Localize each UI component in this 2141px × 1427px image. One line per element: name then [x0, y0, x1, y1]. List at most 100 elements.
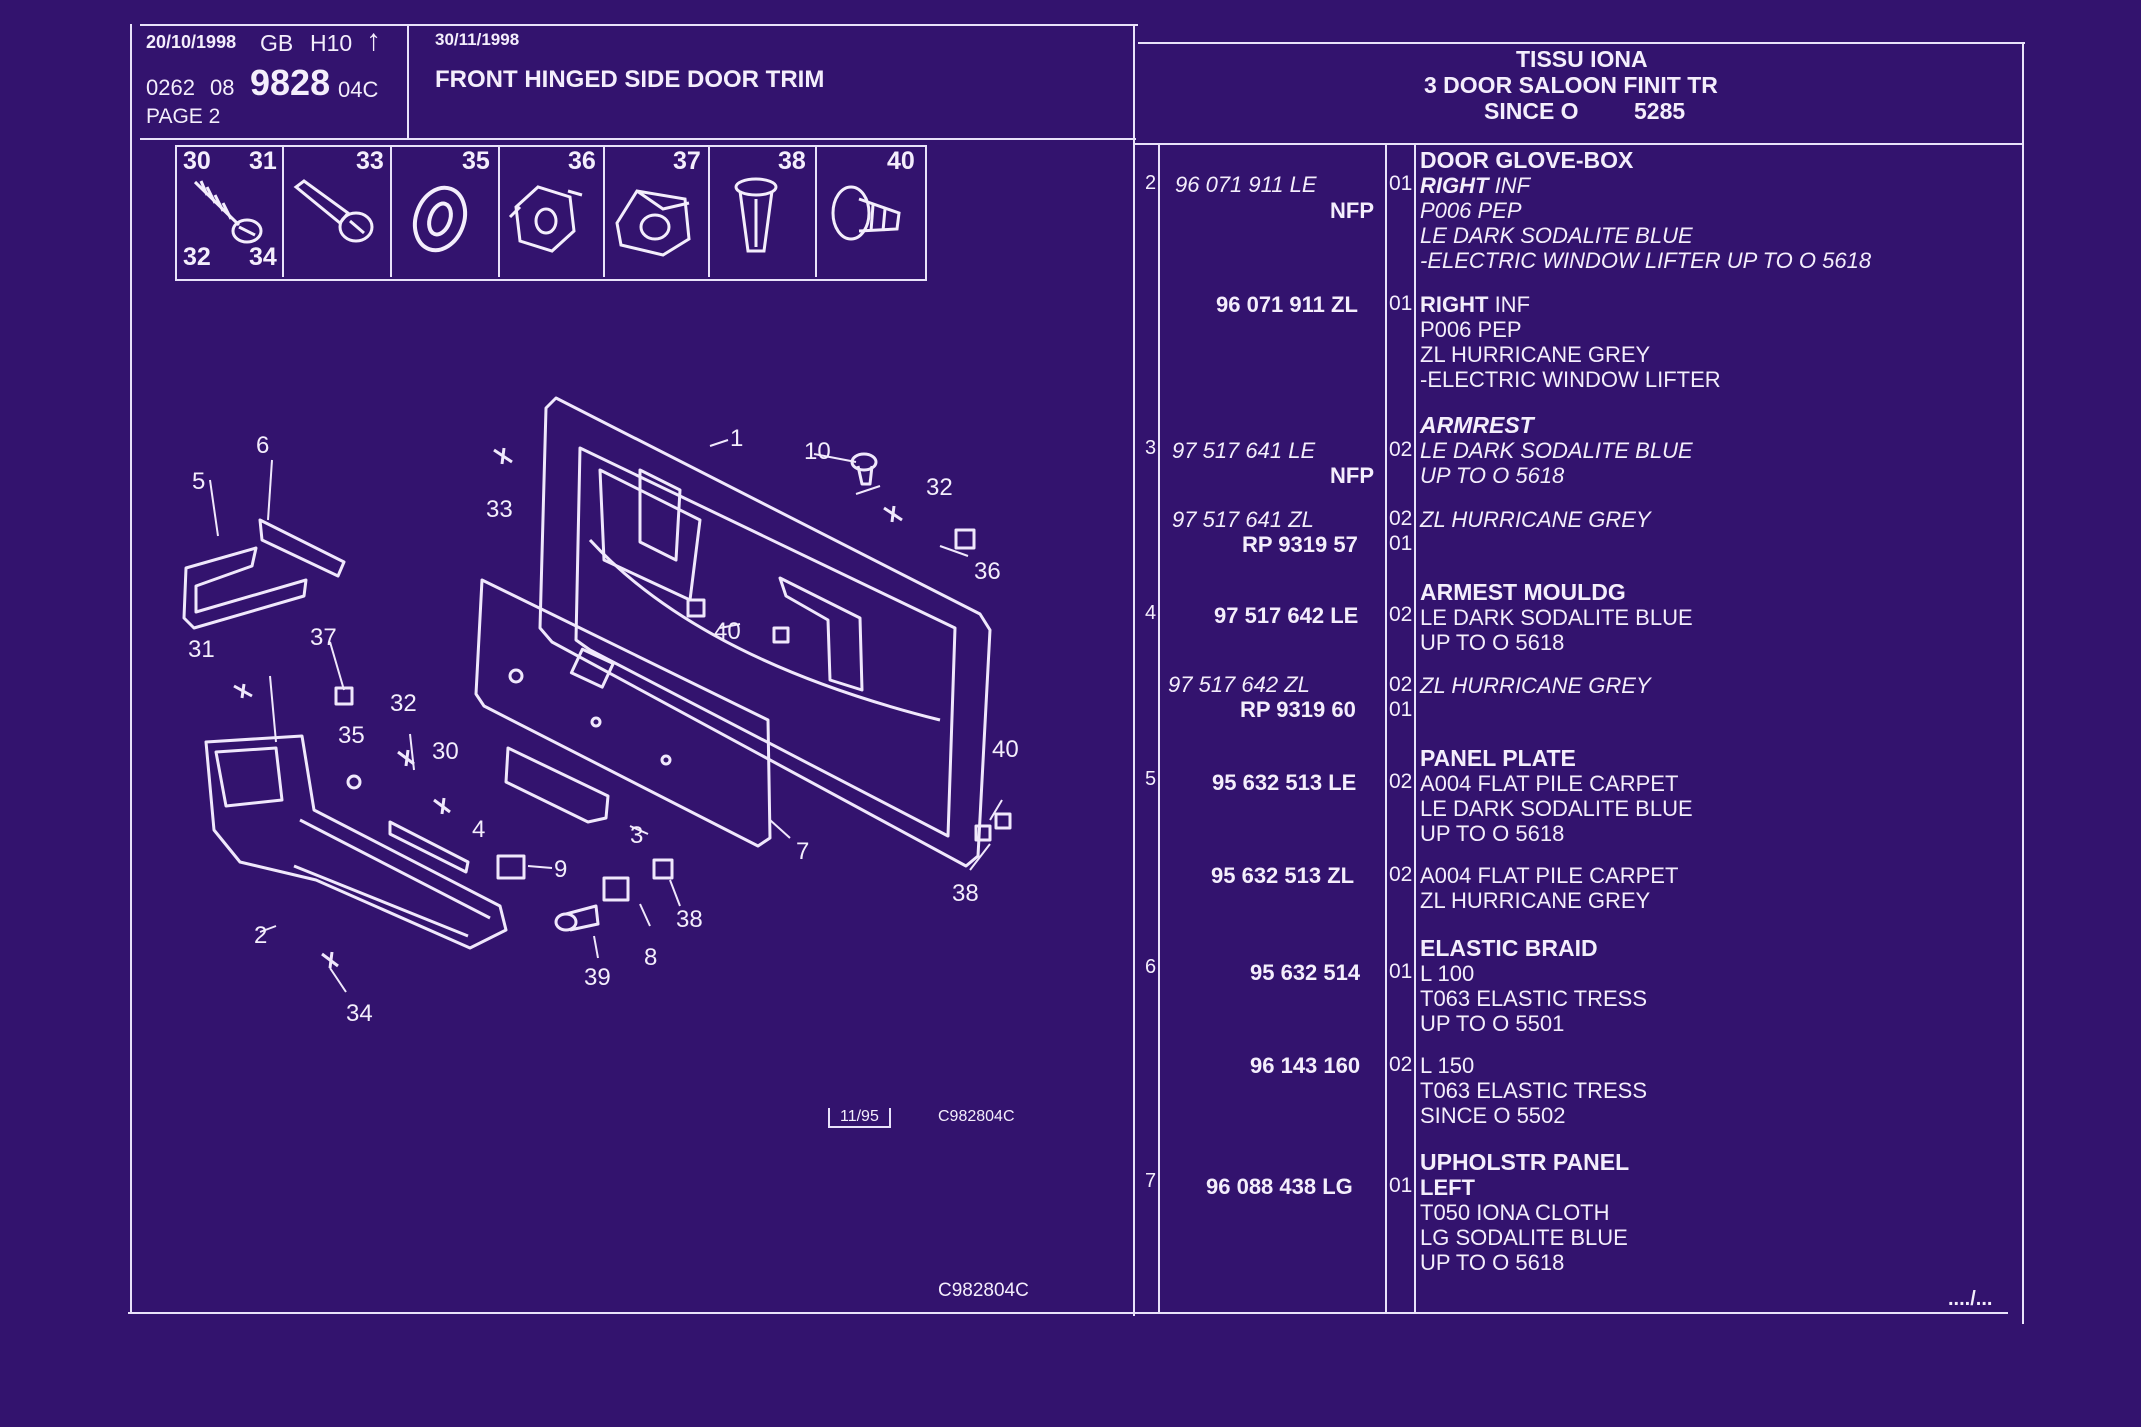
- fastener-cell-washer: 35: [390, 147, 500, 277]
- quantity-secondary: 01: [1389, 698, 1413, 721]
- header-date: 20/10/1998: [146, 32, 237, 52]
- desc-line: ZL HURRICANE GREY: [1420, 673, 1651, 698]
- desc-line: -ELECTRIC WINDOW LIFTER: [1420, 367, 1721, 392]
- part-description: A004 FLAT PILE CARPET ZL HURRICANE GREY: [1420, 863, 1678, 913]
- part-number: 96 143 160: [1250, 1053, 1361, 1078]
- fastener-num: 31: [249, 147, 277, 175]
- part-status: NFP: [1330, 463, 1374, 488]
- elastic-braid-shape: [182, 546, 308, 630]
- callout-40b: 40: [992, 736, 1019, 763]
- page-title: FRONT HINGED SIDE DOOR TRIM: [435, 66, 825, 93]
- desc-line: LG SODALITE BLUE: [1420, 1225, 1628, 1250]
- part-number: 96 088 438 LG: [1206, 1174, 1353, 1199]
- quantity: 02: [1389, 770, 1413, 793]
- desc-line: P006 PEP: [1420, 317, 1522, 342]
- callout-39: 39: [584, 964, 611, 991]
- part-number: 97 517 641 LE: [1172, 438, 1316, 463]
- fastener-strip: 30 31 32 34 33 35: [175, 145, 927, 281]
- callout-32a: 32: [926, 474, 953, 501]
- part-number: 95 632 513 LE: [1212, 770, 1357, 795]
- header-vdivider: [407, 26, 409, 138]
- header-date2: 30/11/1998: [435, 30, 520, 49]
- header-ref-b: 08: [210, 75, 235, 100]
- frame-top-right: [1138, 42, 2025, 44]
- callout-34: 34: [346, 1000, 373, 1027]
- callout-33: 33: [486, 496, 513, 523]
- desc-line: P006 PEP: [1420, 198, 1522, 223]
- callout-3: 3: [630, 822, 644, 849]
- header-country: GB: [260, 30, 294, 56]
- callout-30: 30: [432, 738, 459, 765]
- frame-left: [130, 24, 132, 1314]
- part-heading: UPHOLSTR PANEL: [1420, 1149, 1630, 1175]
- table-col-line-3: [1414, 143, 1416, 1313]
- part-number: 97 517 641 ZL: [1172, 507, 1314, 532]
- desc-line: RIGHT INF: [1420, 173, 1531, 198]
- callout-36: 36: [974, 558, 1001, 585]
- door-panel-shape: [538, 396, 992, 868]
- push-fastener-icon: [734, 177, 778, 253]
- callout-32b: 32: [390, 690, 417, 717]
- item-ref: 2: [1145, 172, 1157, 194]
- desc-line: LE DARK SODALITE BLUE: [1420, 605, 1693, 630]
- callout-6: 6: [256, 432, 270, 459]
- desc-line: T063 ELASTIC TRESS: [1420, 986, 1648, 1011]
- item-ref: 6: [1145, 956, 1157, 978]
- fastener-num: 38: [778, 147, 806, 175]
- quantity: 02: [1389, 438, 1413, 461]
- part-description: L 150 T063 ELASTIC TRESS SINCE O 5502: [1420, 1053, 1647, 1128]
- callout-8: 8: [644, 944, 658, 971]
- part-heading: PANEL PLATE: [1420, 745, 1576, 771]
- fastener-num: 40: [887, 147, 915, 175]
- part-description: RIGHT INF P006 PEP ZL HURRICANE GREY -EL…: [1420, 292, 1721, 392]
- part-description: ELASTIC BRAID L 100 T063 ELASTIC TRESS U…: [1420, 936, 1648, 1037]
- desc-line: UP TO O 5618: [1420, 463, 1565, 488]
- table-col-line-2: [1385, 143, 1387, 1313]
- desc-line: LE DARK SODALITE BLUE: [1420, 223, 1693, 248]
- item-ref: 4: [1145, 602, 1157, 624]
- trim-stud-icon: [831, 185, 901, 241]
- desc-line: T063 ELASTIC TRESS: [1420, 1078, 1648, 1103]
- header-ref-main: 9828: [250, 62, 331, 103]
- quantity: 02: [1389, 603, 1413, 626]
- clip-nut-icon: [508, 185, 583, 253]
- part-description: PANEL PLATE A004 FLAT PILE CARPET LE DAR…: [1420, 745, 1693, 847]
- desc-line: LE DARK SODALITE BLUE: [1420, 438, 1693, 463]
- part-description: ARMEST MOULDG LE DARK SODALITE BLUE UP T…: [1420, 580, 1693, 656]
- callout-4: 4: [472, 816, 486, 843]
- desc-line: L 150: [1420, 1053, 1475, 1078]
- part-number: 95 632 513 ZL: [1211, 863, 1355, 888]
- frame-top-left: [140, 24, 1138, 26]
- header-arrow-icon: ↑: [366, 24, 381, 57]
- part-heading: ARMREST: [1420, 412, 1534, 438]
- callout-35: 35: [338, 722, 365, 749]
- cage-nut-icon: [615, 189, 691, 257]
- part-number: 97 517 642 ZL: [1168, 672, 1310, 697]
- desc-line: ZL HURRICANE GREY: [1420, 507, 1651, 532]
- desc-line: UP TO O 5618: [1420, 630, 1565, 655]
- part-heading: DOOR GLOVE-BOX: [1420, 147, 1634, 173]
- fastener-cell-push-fastener: 38: [708, 147, 817, 277]
- frame-middle: [1133, 26, 1135, 1316]
- model-line-2: 3 DOOR SALOON FINIT TR: [1424, 72, 1718, 98]
- header-ref-a: 0262: [146, 75, 195, 100]
- part-status: RP 9319 60: [1240, 697, 1356, 722]
- armrest-moulding-shape: [388, 820, 470, 874]
- quantity: 02: [1389, 507, 1413, 530]
- desc-line: UP TO O 5618: [1420, 821, 1565, 846]
- screw-icon: [293, 179, 374, 243]
- self-tapping-screw-icon: [193, 180, 263, 244]
- callout-1: 1: [730, 425, 744, 452]
- callout-10: 10: [804, 438, 831, 465]
- part-number: 96 071 911 LE: [1175, 172, 1317, 197]
- desc-line: SINCE O 5502: [1420, 1103, 1566, 1128]
- desc-line: L 100: [1420, 961, 1475, 986]
- desc-line: LE DARK SODALITE BLUE: [1420, 796, 1693, 821]
- callout-5: 5: [192, 468, 206, 495]
- model-line-3b: 5285: [1634, 98, 1686, 124]
- armrest-shape: [504, 746, 610, 824]
- model-line-1: TISSU IONA: [1516, 46, 1648, 72]
- part-status: RP 9319 57: [1242, 532, 1358, 557]
- callout-37: 37: [310, 624, 337, 651]
- header-code: H10: [310, 30, 353, 56]
